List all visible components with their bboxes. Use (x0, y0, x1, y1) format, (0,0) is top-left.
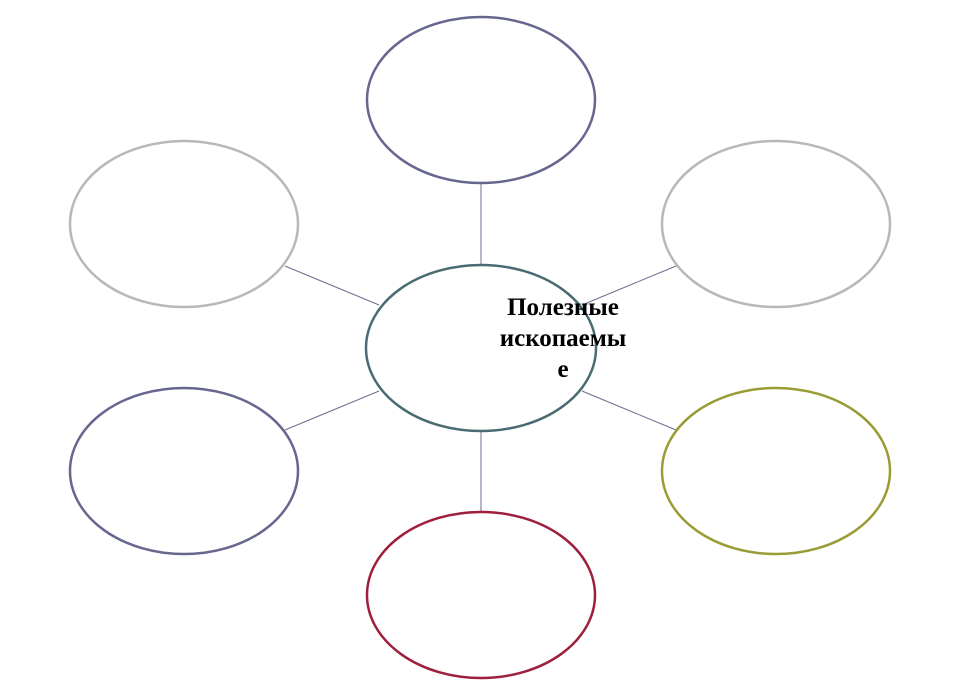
center-label-line-3: е (557, 356, 569, 383)
node-lower-left (68, 386, 300, 556)
connector-lower-left (284, 390, 380, 431)
center-node (364, 263, 598, 433)
node-upper-left (68, 139, 300, 309)
center-label-line-2: ископаемы (499, 325, 627, 352)
node-lower-right (660, 386, 892, 556)
connector-lower-right (581, 390, 677, 431)
node-top (365, 15, 597, 185)
connector-upper-right (581, 265, 677, 306)
center-label-line-1: Полезные (507, 294, 619, 321)
node-upper-right (660, 139, 892, 309)
node-bottom (365, 510, 597, 680)
connector-upper-left (284, 265, 380, 306)
center-label: Полезные ископаемы е (478, 292, 648, 385)
